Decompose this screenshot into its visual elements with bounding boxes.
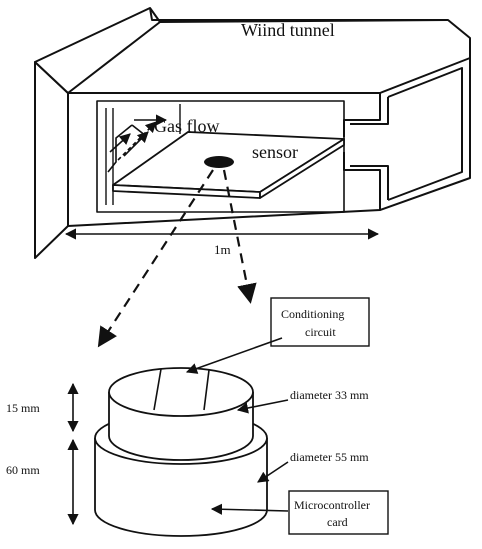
sensor-assembly [94,367,268,537]
height-top-label: 15 mm [6,401,40,415]
diameter-top-label: diameter 33 mm [290,388,369,402]
diameter-top-pointer [236,399,289,414]
flow-straightener [107,124,133,173]
diameter-bottom-label: diameter 55 mm [290,450,369,464]
microcontroller-pointer [210,503,289,515]
base-cylinder [94,438,268,537]
microcontroller-card-box [288,490,389,535]
wind-tunnel [34,7,471,259]
microcontroller-label-line2: card [327,515,348,529]
microcontroller-label-line1: Microcontroller [294,498,370,512]
sensor-dot [204,156,234,168]
conditioning-label-line1: Conditioning [281,307,344,321]
tunnel-right-end [67,58,471,227]
height-bottom-label: 60 mm [6,463,40,477]
gas-flow-arrows [109,114,168,161]
tunnel-lid [34,7,161,94]
length-label: 1m [214,242,231,257]
tunnel-test-section [96,100,345,213]
tunnel-left-wall [34,61,69,259]
gas-flow-label: Gas flow [154,116,220,136]
conditioning-pointer [185,337,283,374]
sensor-label: sensor [252,142,298,162]
wind-tunnel-label: Wiind tunnel [241,20,335,40]
conditioning-label-line2: circuit [305,325,336,339]
sensor-leader-arrows [97,169,257,348]
diameter-bottom-pointer [257,461,289,483]
conditioning-circuit-box [270,297,370,347]
